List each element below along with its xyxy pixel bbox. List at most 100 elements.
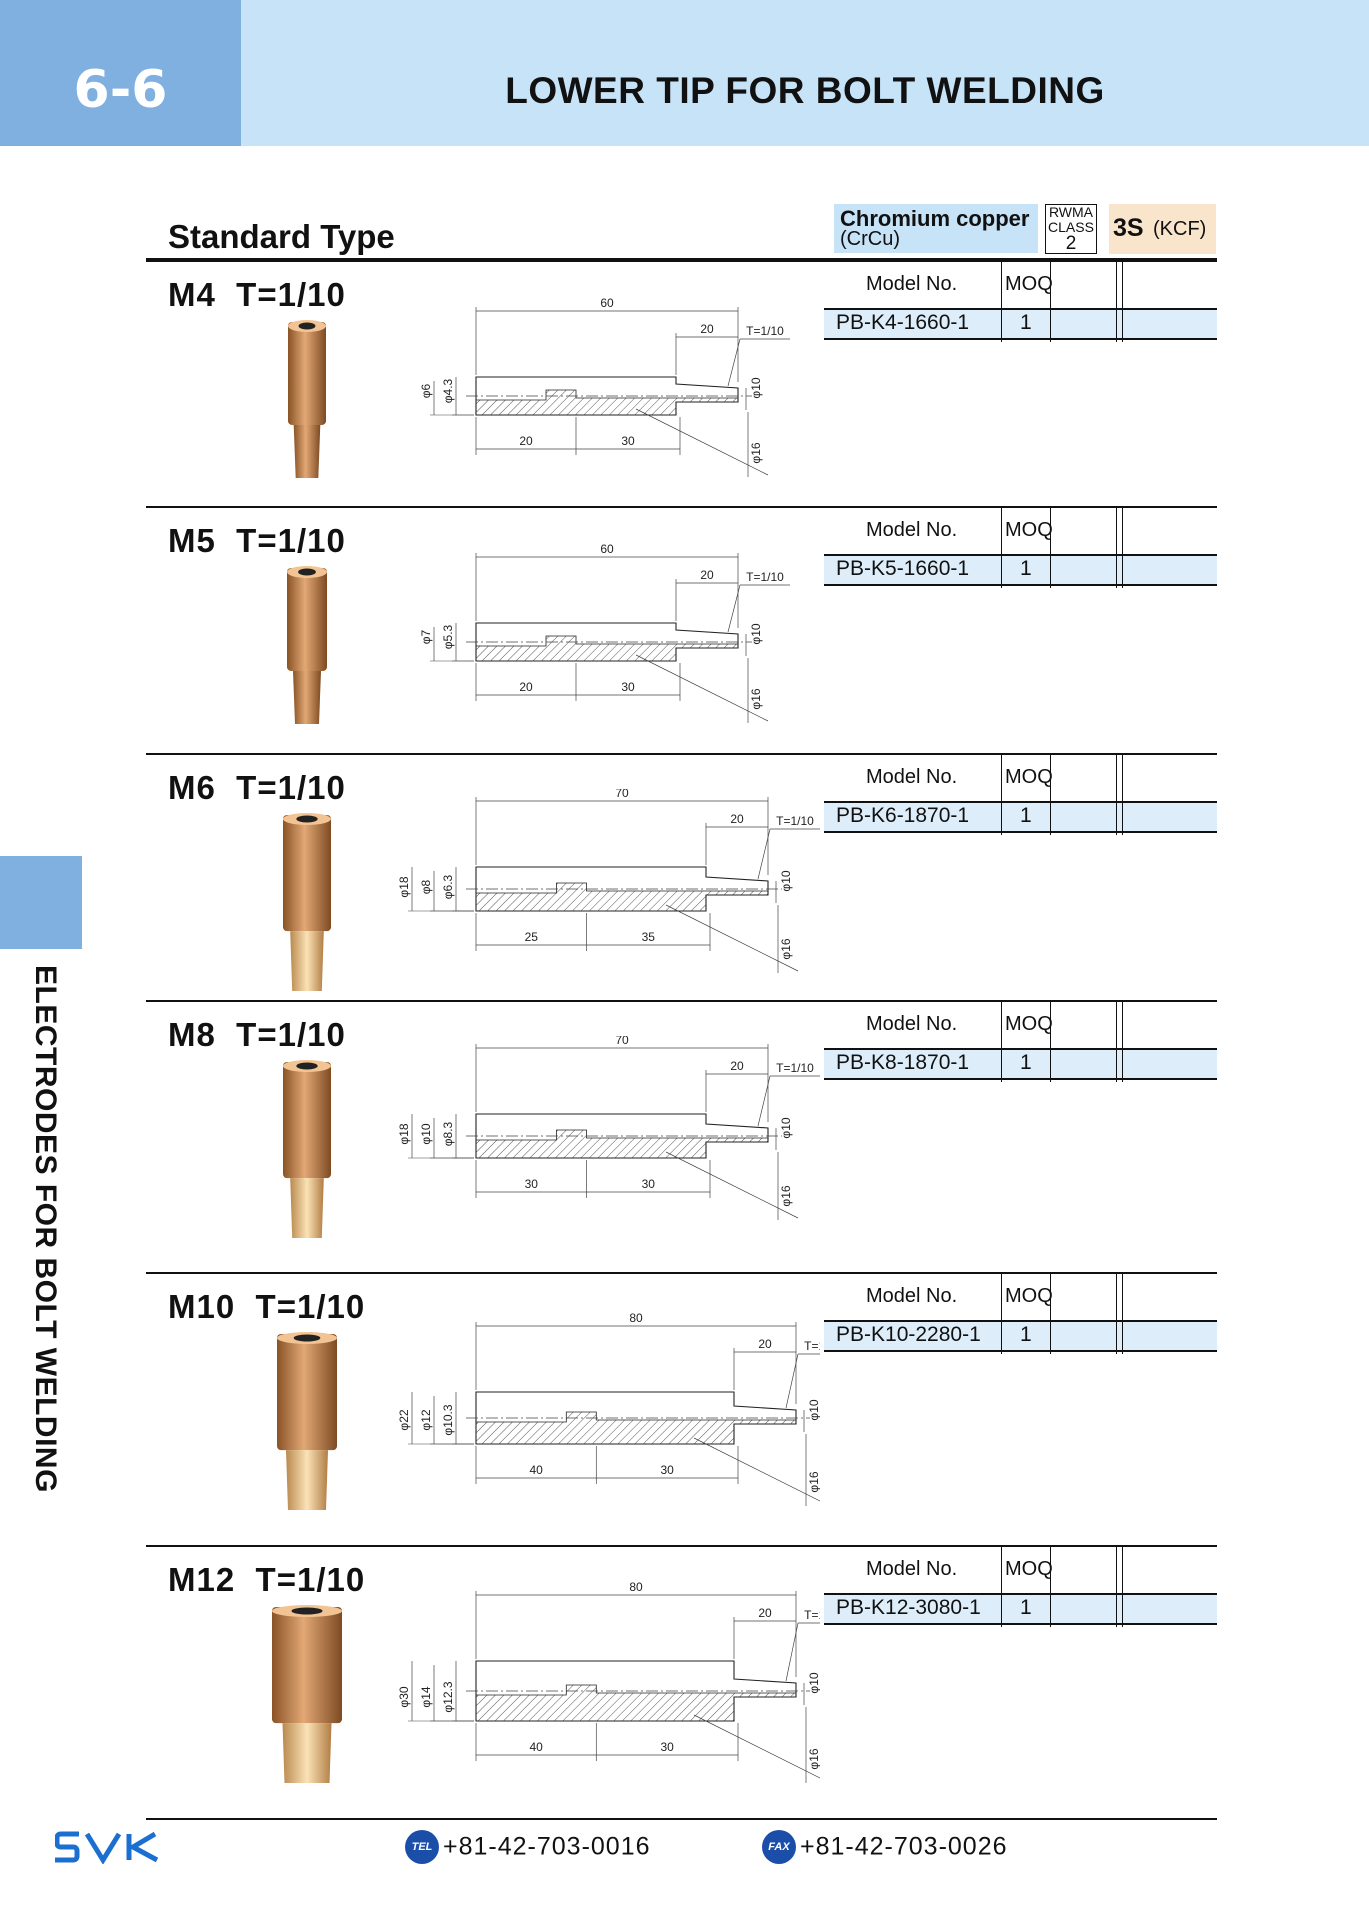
dim-tip-length: 20: [700, 568, 714, 582]
fax-badge-icon: FAX: [762, 1830, 796, 1864]
dim-base-diameter: φ16: [807, 1471, 820, 1492]
dim-diameter: φ8.3: [441, 1121, 455, 1146]
dim-diameter: φ12: [419, 1409, 433, 1430]
dim-diameter: φ14: [419, 1686, 433, 1707]
dim-diameter: φ22: [397, 1409, 411, 1430]
standard-rule: [146, 258, 1217, 260]
dim-diameter: φ8: [419, 879, 433, 894]
model-number: PB-K12-3080-1: [836, 1596, 981, 1619]
electrode-photo: [288, 320, 326, 478]
table-divider: [1122, 260, 1123, 342]
model-number: PB-K4-1660-1: [836, 311, 970, 334]
table-divider: [824, 801, 1217, 803]
dim-taper: T=1/10: [746, 324, 784, 338]
dim-length: 70: [615, 1036, 629, 1047]
dim-diameter: φ18: [397, 1123, 411, 1144]
page-header: 6-6 LOWER TIP FOR BOLT WELDING: [0, 0, 1369, 146]
table-divider: [824, 308, 1217, 310]
product-title: M5 T=1/10: [168, 522, 346, 559]
table-row-band: [824, 1595, 1217, 1623]
section-rule: [146, 260, 1217, 262]
dim-bore-length: 30: [525, 1177, 539, 1191]
fax-contact: FAX+81-42-703-0026: [762, 1830, 1008, 1864]
table-row-band: [824, 310, 1217, 338]
moq-column-header: MOQ: [1005, 1013, 1053, 1035]
table-divider: [1116, 1000, 1117, 1082]
table-row-band: [824, 1050, 1217, 1078]
dim-bore-length: 20: [519, 680, 533, 694]
table-row-band: [824, 556, 1217, 584]
grade-box: 3S (KCF): [1109, 204, 1216, 254]
moq-column-header: MOQ: [1005, 1285, 1053, 1307]
dim-mid-length: 30: [621, 680, 635, 694]
table-divider: [824, 1593, 1217, 1595]
dim-tip-diameter: φ10: [749, 377, 763, 398]
tel-number: +81-42-703-0016: [443, 1832, 651, 1861]
dim-diameter: φ12.3: [441, 1681, 455, 1712]
dim-base-diameter: φ16: [749, 442, 763, 463]
section-rule: [146, 1000, 1217, 1002]
dim-mid-length: 30: [642, 1177, 656, 1191]
dim-base-diameter: φ16: [779, 938, 793, 959]
dim-tip-diameter: φ10: [749, 623, 763, 644]
section-rule: [146, 1545, 1217, 1547]
moq-value: 1: [1020, 311, 1032, 334]
table-divider: [824, 1048, 1217, 1050]
dim-tip-diameter: φ10: [807, 1672, 820, 1693]
dim-diameter: φ5.3: [441, 624, 455, 649]
dim-taper: T=1/10: [804, 1608, 820, 1622]
dim-taper: T=1/10: [746, 570, 784, 584]
moq-column-header: MOQ: [1005, 766, 1053, 788]
rwma-line1: RWMA: [1048, 204, 1094, 220]
moq-column-header: MOQ: [1005, 519, 1053, 541]
model-column-header: Model No.: [866, 1285, 958, 1307]
product-section: M10 T=1/108020T=1/104030φ10.3φ12φ22φ10φ1…: [0, 1272, 1369, 1545]
table-divider: [824, 1623, 1217, 1625]
table-divider: [1116, 260, 1117, 342]
dim-tip-diameter: φ10: [807, 1399, 820, 1420]
dim-tip-length: 20: [700, 322, 714, 336]
dim-mid-length: 30: [660, 1463, 674, 1477]
table-divider: [1122, 1272, 1123, 1354]
tel-contact: TEL+81-42-703-0016: [405, 1830, 651, 1864]
model-column-header: Model No.: [866, 1558, 958, 1580]
dim-diameter: φ4.3: [441, 378, 455, 403]
table-divider: [1116, 1545, 1117, 1627]
side-tab-block: [0, 856, 82, 949]
product-title: M4 T=1/10: [168, 276, 346, 313]
table-divider: [824, 1078, 1217, 1080]
moq-value: 1: [1020, 1596, 1032, 1619]
side-section-label: ELECTRODES FOR BOLT WELDING: [29, 965, 62, 1493]
model-number: PB-K10-2280-1: [836, 1323, 981, 1346]
dim-base-diameter: φ16: [807, 1748, 820, 1769]
footer-rule: [146, 1818, 1217, 1820]
section-rule: [146, 1272, 1217, 1274]
dim-tip-diameter: φ10: [779, 870, 793, 891]
rwma-line2: CLASS: [1048, 219, 1094, 235]
moq-column-header: MOQ: [1005, 273, 1053, 295]
table-divider: [1122, 1000, 1123, 1082]
dim-length: 80: [629, 1581, 643, 1594]
dim-tip-length: 20: [758, 1337, 772, 1351]
table-divider: [1122, 1545, 1123, 1627]
dim-taper: T=1/10: [776, 814, 814, 828]
moq-value: 1: [1020, 557, 1032, 580]
moq-value: 1: [1020, 804, 1032, 827]
table-divider: [824, 1350, 1217, 1352]
table-divider: [1001, 753, 1002, 835]
dim-diameter: φ10: [419, 1123, 433, 1144]
dim-length: 70: [615, 789, 629, 800]
